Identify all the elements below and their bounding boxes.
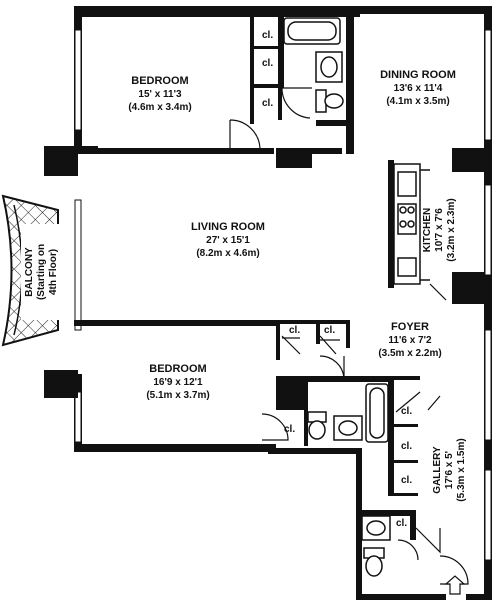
closet-label: cl. — [401, 475, 412, 486]
foyer-dim-ft: 11'6 x 7'2 — [388, 335, 432, 346]
room-label-balcony: BALCONY (Starting on 4th Floor) — [21, 224, 61, 320]
closet-label: cl. — [324, 325, 335, 336]
living-dim-m: (8.2m x 4.6m) — [196, 248, 259, 259]
balcony-note-1: (Starting on — [36, 244, 47, 300]
kitchen-name: KITCHEN — [422, 208, 433, 252]
room-label-foyer: FOYER 11'6 x 7'2 (3.5m x 2.2m) — [378, 321, 441, 359]
entry-arrow-icon — [444, 575, 466, 595]
bedroom2-dim-m: (5.1m x 3.7m) — [146, 390, 209, 401]
room-label-dining: DINING ROOM 13'6 x 11'4 (4.1m x 3.5m) — [380, 69, 456, 107]
kitchen-counters — [393, 163, 430, 285]
bedroom2-dim-ft: 16'9 x 12'1 — [153, 377, 203, 388]
door-swings — [229, 87, 469, 585]
balcony-note-2: 4th Floor) — [48, 249, 59, 295]
closet-label: cl. — [401, 441, 412, 452]
foyer-dim-m: (3.5m x 2.2m) — [378, 348, 441, 359]
kitchen-dim-ft: 10'7 x 7'6 — [434, 208, 445, 252]
living-dim-ft: 27' x 15'1 — [206, 235, 250, 246]
closet-label: cl. — [396, 518, 407, 529]
closet-label: cl. — [262, 98, 273, 109]
windows — [74, 29, 492, 561]
balcony-name: BALCONY — [24, 247, 35, 297]
interior-walls — [74, 14, 420, 540]
dining-name: DINING ROOM — [380, 69, 456, 81]
gallery-name: GALLERY — [432, 446, 443, 494]
closet-label: cl. — [262, 30, 273, 41]
gallery-dim-m: (5.3m x 1.5m) — [456, 438, 467, 501]
closet-label: cl. — [289, 325, 300, 336]
room-label-bedroom-1: BEDROOM 15' x 11'3 (4.6m x 3.4m) — [128, 75, 191, 113]
dining-dim-m: (4.1m x 3.5m) — [386, 96, 449, 107]
bedroom2-name: BEDROOM — [149, 363, 206, 375]
bedroom1-dim-m: (4.6m x 3.4m) — [128, 102, 191, 113]
bedroom1-name: BEDROOM — [131, 75, 188, 87]
closet-label: cl. — [401, 406, 412, 417]
room-label-kitchen: KITCHEN 10'7 x 7'6 (3.2m x 2.3m) — [422, 198, 457, 261]
foyer-name: FOYER — [391, 321, 429, 333]
closet-label: cl. — [262, 58, 273, 69]
structural-columns — [44, 146, 484, 410]
room-label-living: LIVING ROOM 27' x 15'1 (8.2m x 4.6m) — [191, 221, 265, 259]
closet-label: cl. — [284, 424, 295, 435]
room-label-bedroom-2: BEDROOM 16'9 x 12'1 (5.1m x 3.7m) — [146, 363, 209, 401]
living-name: LIVING ROOM — [191, 221, 265, 233]
kitchen-dim-m: (3.2m x 2.3m) — [446, 198, 457, 261]
dining-dim-ft: 13'6 x 11'4 — [394, 83, 443, 94]
room-label-gallery: GALLERY 17'6 x 5' (5.3m x 1.5m) — [432, 438, 467, 501]
bathroom-fixtures — [283, 17, 391, 577]
bedroom1-dim-ft: 15' x 11'3 — [138, 89, 182, 100]
closet-labels: cl. cl. cl. cl. cl. cl. cl. cl. cl. cl. — [262, 30, 412, 529]
gallery-dim-ft: 17'6 x 5' — [444, 451, 455, 489]
